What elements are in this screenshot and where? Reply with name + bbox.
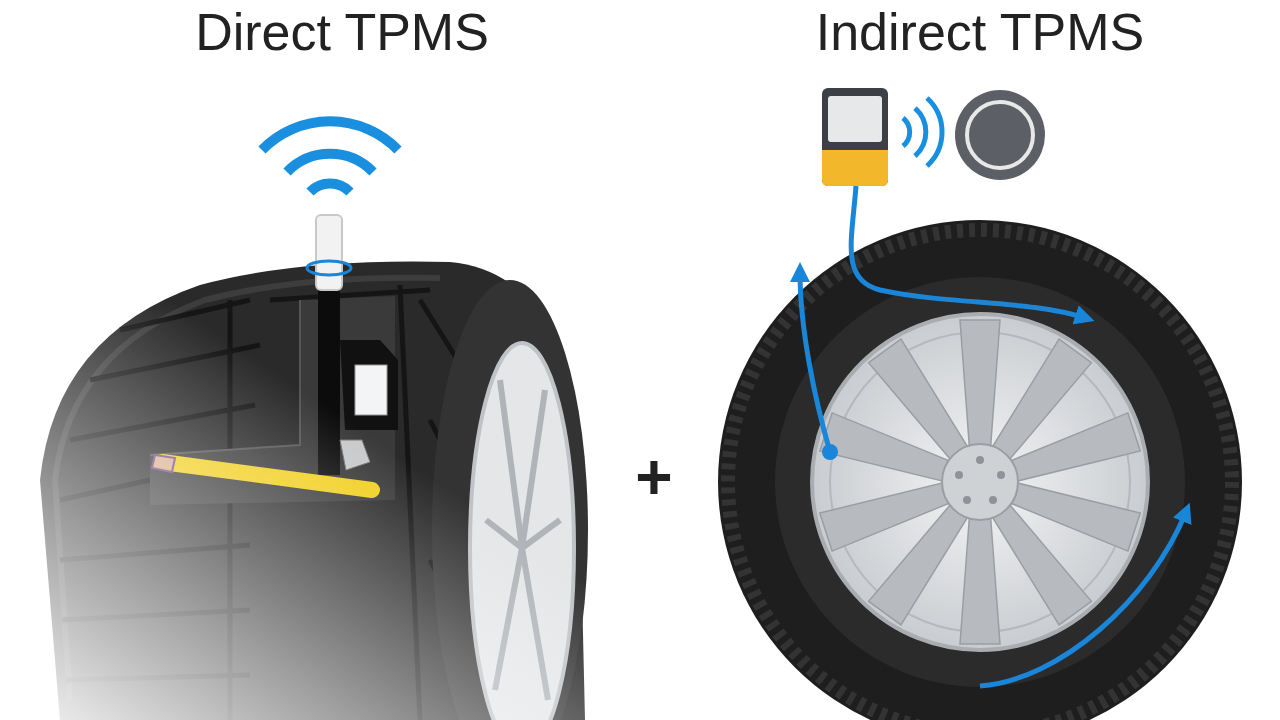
spokes: [820, 320, 1141, 644]
wireless-signal: [262, 121, 398, 192]
rotation-arrow: [800, 272, 830, 452]
panel-heading: Indirect TPMS: [816, 4, 1144, 61]
lug-nuts: [955, 456, 1005, 504]
sensor-icon-ring: [967, 102, 1033, 168]
rim: [812, 314, 1148, 650]
panel-heading: Direct TPMS: [195, 4, 489, 61]
plus-sign: +: [635, 442, 672, 512]
fade-overlay: [0, 240, 600, 720]
sensor-icon: [955, 90, 1045, 180]
direct-tire: [0, 121, 600, 720]
module-signal: [903, 98, 942, 166]
hub: [942, 444, 1018, 520]
tire: [718, 220, 1242, 720]
module-base: [822, 150, 888, 186]
rotation-arrow: [980, 512, 1186, 686]
arrow-dot: [822, 444, 838, 460]
sidewall: [775, 277, 1185, 687]
indirect-wheel: [718, 88, 1242, 720]
signal-wire: [851, 186, 1085, 318]
module-screen: [828, 96, 882, 142]
abs-module: [822, 88, 888, 186]
